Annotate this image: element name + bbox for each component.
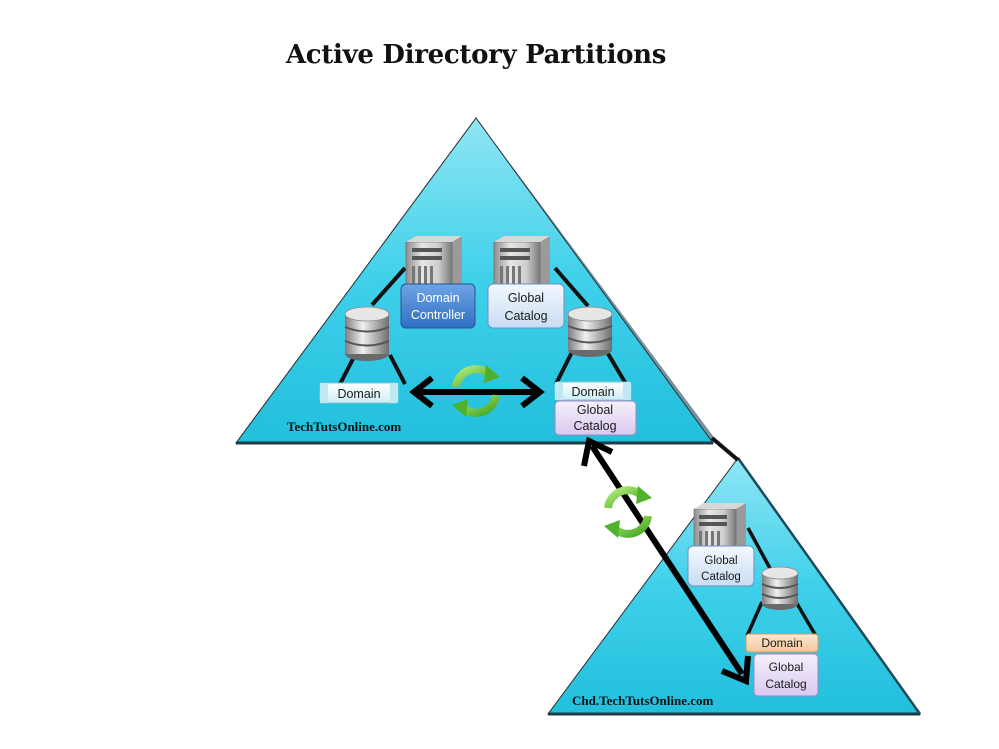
domain-controller-label-line2: Controller bbox=[411, 308, 465, 322]
child-domain-partition bbox=[745, 633, 819, 653]
replication-icon bbox=[604, 486, 652, 538]
global-catalog-label-line2: Catalog bbox=[504, 309, 547, 323]
parent-right-catalog-partition bbox=[554, 400, 637, 436]
trust-connector bbox=[710, 436, 740, 462]
parent-connections bbox=[338, 266, 628, 386]
database-icon bbox=[761, 566, 799, 610]
child-global-catalog-server-box bbox=[687, 545, 755, 587]
parent-right-domain-label: Domain bbox=[571, 385, 614, 399]
child-domain-label: Domain bbox=[761, 636, 802, 650]
child-connections bbox=[745, 527, 818, 637]
child-domain-name: Chd.TechTutsOnline.com bbox=[572, 693, 714, 708]
parent-right-catalog-line1: Global bbox=[577, 403, 613, 417]
double-arrow-horizontal bbox=[409, 375, 545, 409]
child-catalog-line2: Catalog bbox=[765, 677, 806, 691]
double-arrow-diagonal bbox=[581, 436, 751, 686]
parent-right-domain-partition bbox=[554, 381, 632, 401]
database-icon bbox=[344, 306, 390, 361]
domain-controller-box bbox=[400, 283, 476, 329]
parent-domain-name: TechTutsOnline.com bbox=[287, 419, 401, 434]
parent-left-domain-partition bbox=[319, 382, 399, 404]
child-global-catalog-line1: Global bbox=[704, 555, 737, 567]
global-catalog-server-box bbox=[487, 283, 565, 329]
parent-right-catalog-line2: Catalog bbox=[573, 419, 616, 433]
replication-icon bbox=[452, 365, 500, 417]
database-icon bbox=[567, 306, 613, 357]
domain-controller-label-line1: Domain bbox=[416, 291, 459, 305]
child-global-catalog-line2: Catalog bbox=[701, 571, 741, 583]
parent-left-domain-label: Domain bbox=[337, 387, 380, 401]
child-catalog-line1: Global bbox=[769, 660, 804, 674]
child-catalog-partition bbox=[753, 653, 819, 697]
global-catalog-label-line1: Global bbox=[508, 291, 544, 305]
parent-domain-triangle bbox=[235, 117, 716, 445]
page-title: Active Directory Partitions bbox=[285, 40, 667, 70]
